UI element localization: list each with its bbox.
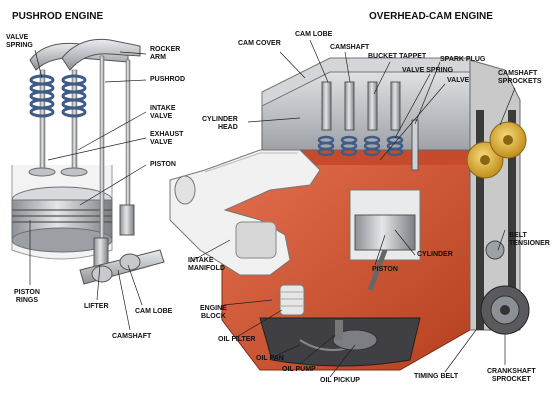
- ohc-engine-title: OVERHEAD-CAM ENGINE: [369, 11, 493, 22]
- label-valve-spring-left: VALVE SPRING: [6, 34, 33, 49]
- label-exhaust-valve: EXHAUST VALVE: [150, 131, 184, 146]
- label-piston-rings: PISTON RINGS: [14, 289, 40, 304]
- label-intake-valve: INTAKE VALVE: [150, 105, 176, 120]
- label-belt-tensioner: BELT TENSIONER: [509, 232, 550, 247]
- label-camshaft-left: CAMSHAFT: [112, 333, 152, 340]
- label-cam-cover: CAM COVER: [238, 40, 281, 47]
- label-camshaft-right: CAMSHAFT: [330, 44, 370, 51]
- label-oil-pump: OIL PUMP: [282, 366, 316, 373]
- label-engine-block: ENGINE BLOCK: [200, 305, 227, 320]
- label-rocker-arm: ROCKER ARM: [150, 46, 181, 61]
- label-valve: VALVE: [447, 77, 470, 84]
- label-piston-right: PISTON: [372, 266, 398, 273]
- label-piston-left: PISTON: [150, 161, 176, 168]
- label-cylinder-head: CYLINDER HEAD: [202, 116, 238, 131]
- label-intake-manifold: INTAKE MANIFOLD: [188, 257, 225, 272]
- label-timing-belt: TIMING BELT: [414, 373, 459, 380]
- label-camshaft-sprockets: CAMSHAFT SPROCKETS: [498, 70, 542, 85]
- leader-lines: [29, 39, 516, 378]
- label-cam-lobe-right: CAM LOBE: [295, 31, 333, 38]
- label-valve-spring-right: VALVE SPRING: [402, 67, 454, 74]
- label-cam-lobe-left: CAM LOBE: [135, 308, 173, 315]
- label-cylinder: CYLINDER: [417, 251, 453, 258]
- label-pushrod: PUSHROD: [150, 76, 186, 83]
- label-oil-pan: OIL PAN: [256, 355, 284, 362]
- label-spark-plug: SPARK PLUG: [440, 56, 486, 63]
- label-lifter: LIFTER: [84, 303, 109, 310]
- pushrod-engine-title: PUSHROD ENGINE: [12, 11, 104, 22]
- label-crankshaft-sprocket: CRANKSHAFT SPROCKET: [487, 368, 536, 383]
- label-bucket-tappet: BUCKET TAPPET: [368, 53, 427, 60]
- label-oil-filter: OIL FILTER: [218, 336, 256, 343]
- pushrod-engine-illustration: [11, 38, 165, 285]
- label-oil-pickup: OIL PICKUP: [320, 377, 360, 384]
- ohc-engine-illustration: [169, 57, 530, 371]
